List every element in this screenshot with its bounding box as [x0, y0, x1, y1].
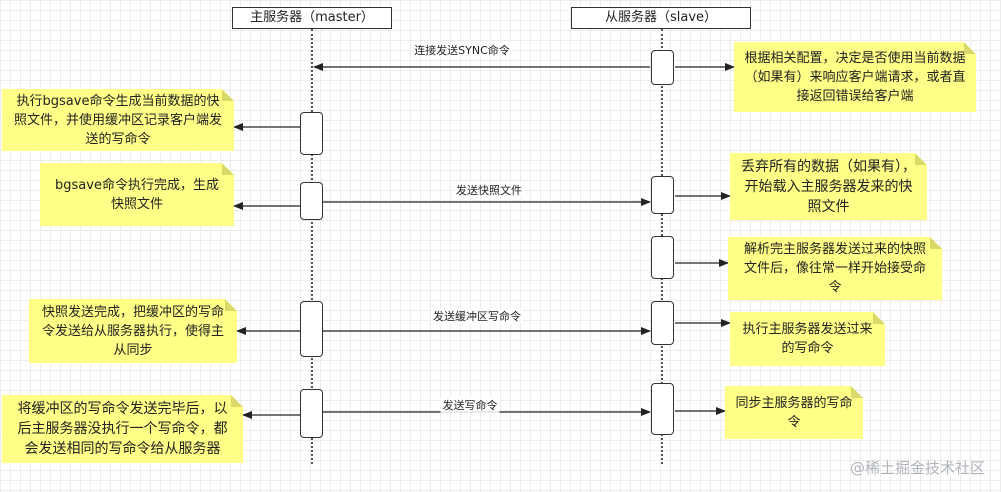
note-sync-write: 同步主服务器的写命令: [725, 386, 863, 439]
note-snapshot-sent: 快照发送完成，把缓冲区的写命令发送给从服务器执行，使得主从同步: [29, 299, 237, 363]
note-bgsave: 执行bgsave命令生成当前数据的快照文件，并使用缓冲区记录客户端发送的写命令: [2, 89, 234, 151]
slave-activation-sync: [651, 50, 674, 85]
note-bgsave-done: bgsave命令执行完成，生成快照文件: [40, 163, 234, 226]
slave-activation-snapshot: [651, 176, 674, 214]
watermark: @稀土掘金技术社区: [849, 459, 985, 477]
note-exec-write: 执行主服务器发送过来的写命令: [730, 312, 885, 366]
note-slave-config: 根据相关配置，决定是否使用当前数据（如果有）来响应客户端请求，或者直接返回错误给…: [734, 42, 976, 112]
participant-slave: 从服务器（slave）: [571, 7, 751, 29]
slave-activation-parse: [651, 236, 674, 279]
master-activation-snapshot: [300, 182, 323, 220]
message-snapshot: 发送快照文件: [454, 182, 524, 198]
master-lifeline: [311, 29, 313, 464]
slave-activation-buffer: [651, 301, 674, 345]
note-discard-load: 丢弃所有的数据（如果有），开始载入主服务器发来的快照文件: [730, 153, 927, 220]
master-activation-write: [300, 389, 323, 438]
master-activation-buffer: [300, 301, 323, 357]
message-sync: 连接发送SYNC命令: [412, 42, 512, 58]
note-after-buffer: 将缓冲区的写命令发送完毕后，以后主服务器没执行一个写命令，都会发送相同的写命令给…: [2, 395, 243, 463]
message-write: 发送写命令: [440, 397, 500, 413]
participant-master: 主服务器（master）: [232, 7, 392, 29]
master-activation-bgsave: [300, 112, 323, 155]
slave-activation-write: [651, 383, 674, 435]
note-parse-done: 解析完主服务器发送过来的快照文件后，像往常一样开始接受命令: [728, 237, 942, 300]
message-buffer: 发送缓冲区写命令: [431, 308, 523, 324]
